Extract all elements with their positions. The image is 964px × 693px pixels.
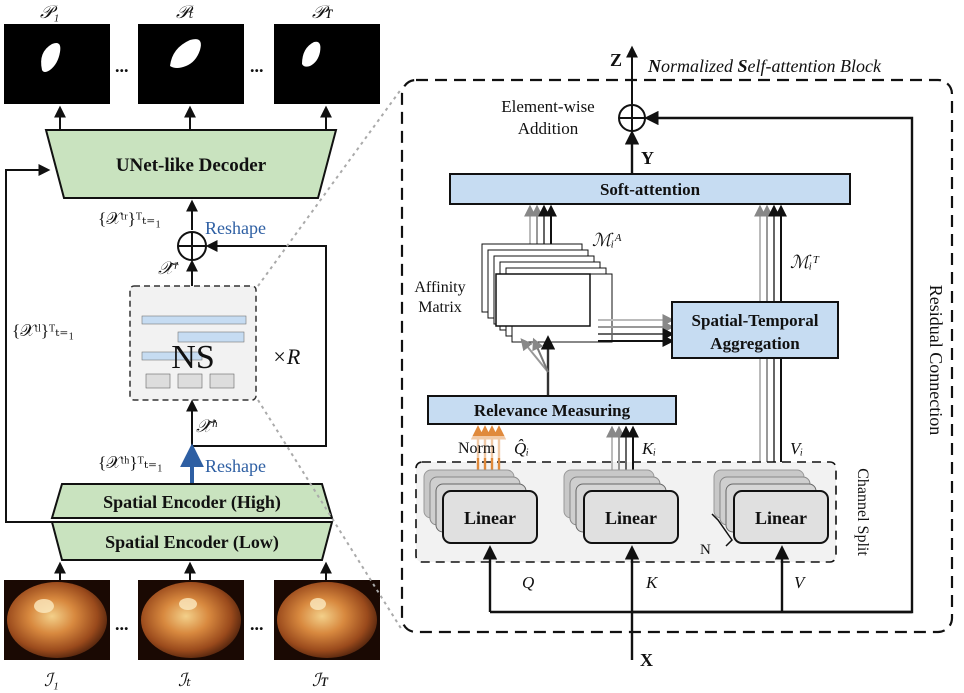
affinity-line2: Matrix: [418, 299, 462, 316]
v-i-label: Vᵢ: [790, 439, 803, 458]
output-label-1: 𝒫₁: [40, 2, 59, 22]
input-label-T: ℐᴛ: [312, 670, 328, 690]
input-frame-1: [4, 580, 110, 660]
repeat-label: ×R: [272, 344, 301, 369]
feat-l-label: {𝒳ᵗˡ}ᵀₜ₌₁: [12, 321, 74, 340]
n-label: N: [700, 542, 711, 558]
ellipsis-top-1: ...: [115, 56, 129, 76]
k-label: K: [645, 573, 659, 592]
residual-label: Residual Connection: [926, 285, 946, 435]
m-t-label: ℳᵢᵀ: [790, 252, 820, 272]
elementwise-line2: Addition: [518, 119, 579, 138]
output-label-T: 𝒫ᴛ: [312, 2, 333, 22]
soft-attention-box: [449, 173, 851, 205]
sta-line1: Spatial-Temporal: [692, 311, 819, 330]
elementwise-line1: Element-wise: [501, 97, 594, 116]
channel-split-label: Channel Split: [854, 468, 871, 556]
norm-label: Norm: [458, 440, 496, 457]
output-label-t: 𝒫ₜ: [176, 2, 194, 22]
affinity-matrix-stack: [481, 243, 613, 343]
z-label: Z: [610, 50, 622, 70]
reshape-bottom-label: Reshape: [205, 456, 266, 476]
output-mask-T: [274, 24, 380, 104]
enc-high-label: Spatial Encoder (High): [103, 492, 281, 513]
output-mask-1: [4, 24, 110, 104]
q-hat-label: Q̂ᵢ: [514, 439, 529, 458]
linear-stack-v: [713, 469, 829, 544]
x-label: X: [640, 650, 653, 670]
tilde-r-label: 𝒳̃ʳ: [158, 258, 179, 278]
ellipsis-bottom-2: ...: [250, 614, 264, 634]
q-label: Q: [522, 573, 534, 592]
input-label-t: ℐₜ: [178, 670, 191, 690]
relevance-label: Relevance Measuring: [474, 401, 631, 420]
feat-r-label: {𝒳ᵗʳ}ᵀₜ₌₁: [98, 209, 161, 228]
decoder-label: UNet-like Decoder: [116, 155, 267, 176]
k-i-label: Kᵢ: [641, 439, 656, 458]
tilde-h-label: 𝒳̃ʰ: [196, 416, 217, 436]
spatial-encoder-low: [50, 521, 334, 561]
sta-line2: Aggregation: [710, 334, 800, 353]
ellipsis-top-2: ...: [250, 56, 264, 76]
repeat-loop: [192, 240, 327, 447]
linear-v-label: Linear: [755, 508, 807, 528]
feat-h-label: {𝒳ᵗʰ}ᵀₜ₌₁: [98, 453, 163, 472]
unet-decoder: [44, 129, 338, 199]
ns-label: NS: [171, 339, 214, 376]
ns-block-frame: [400, 78, 954, 634]
input-label-1: ℐ₁: [44, 670, 59, 690]
reshape-top-label: Reshape: [205, 218, 266, 238]
output-mask-t: [138, 24, 244, 104]
linear-q-label: Linear: [464, 508, 516, 528]
y-label: Y: [641, 148, 654, 168]
m-a-label: ℳᵢᴬ: [592, 230, 622, 250]
enc-low-label: Spatial Encoder (Low): [105, 532, 279, 553]
linear-stack-k: [563, 469, 679, 544]
spatial-temporal-aggregation-box: [671, 301, 839, 359]
spatial-encoder-high: [50, 483, 334, 519]
linear-stack-q: [423, 469, 538, 544]
input-frame-t: [138, 580, 244, 660]
v-label: V: [794, 573, 807, 592]
soft-attention-label: Soft-attention: [600, 180, 701, 199]
block-title: Normalized Self-attention Block: [647, 56, 882, 76]
skip-connection: [5, 164, 54, 523]
ellipsis-bottom-1: ...: [115, 614, 129, 634]
relevance-measuring-box: [427, 395, 677, 425]
linear-k-label: Linear: [605, 508, 657, 528]
input-frame-T: [274, 580, 380, 660]
affinity-line1: Affinity: [414, 279, 465, 296]
